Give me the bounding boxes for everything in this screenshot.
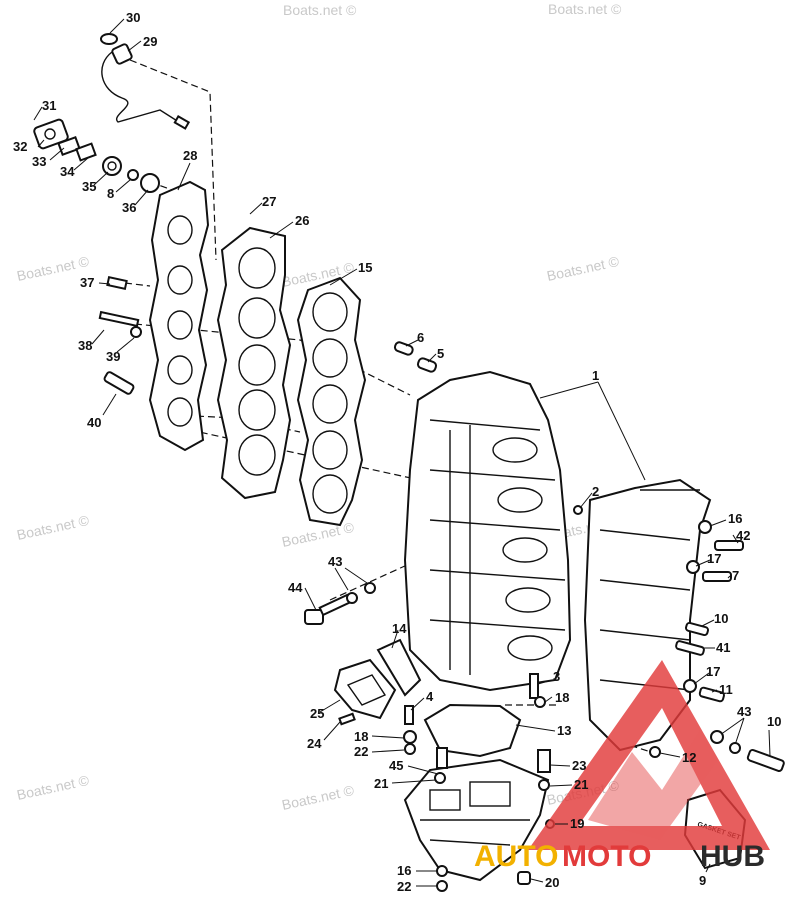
watermark-top: Boats.net © bbox=[283, 2, 357, 18]
callout-45: 45 bbox=[389, 758, 403, 773]
callout-leaders bbox=[33, 18, 771, 887]
callout-3: 3 bbox=[553, 669, 560, 684]
callout-44: 44 bbox=[288, 580, 303, 595]
bolts-37-40 bbox=[98, 276, 142, 395]
callout-33: 33 bbox=[32, 154, 46, 169]
callout-42: 42 bbox=[736, 528, 750, 543]
callout-17-lower: 17 bbox=[706, 664, 720, 679]
watermark-left-2: Boats.net © bbox=[15, 512, 91, 543]
callout-9: 9 bbox=[699, 873, 706, 888]
callout-36: 36 bbox=[122, 200, 136, 215]
callout-22-upper: 22 bbox=[354, 744, 368, 759]
leader-43a bbox=[334, 567, 371, 591]
callout-43-left: 43 bbox=[328, 554, 342, 569]
callout-10-upper: 10 bbox=[714, 611, 728, 626]
callout-17-upper: 17 bbox=[707, 551, 721, 566]
callout-23: 23 bbox=[572, 758, 586, 773]
callout-labels: 30 29 31 32 33 34 35 8 36 28 27 26 15 37… bbox=[13, 10, 781, 894]
sensor-wire-29 bbox=[100, 33, 191, 130]
cylinder-head-26 bbox=[216, 226, 292, 500]
watermark-center-2: Boats.net © bbox=[280, 519, 356, 550]
callout-8: 8 bbox=[107, 186, 114, 201]
callout-28: 28 bbox=[183, 148, 197, 163]
callout-14: 14 bbox=[392, 621, 407, 636]
callout-43-right: 43 bbox=[737, 704, 751, 719]
callout-25: 25 bbox=[310, 706, 324, 721]
leader-1 bbox=[539, 381, 646, 481]
callout-16-lower: 16 bbox=[397, 863, 411, 878]
watermark-right: Boats.net © bbox=[545, 253, 621, 284]
callout-24: 24 bbox=[307, 736, 322, 751]
callout-20: 20 bbox=[545, 875, 559, 890]
head-cover-28 bbox=[148, 180, 210, 452]
right-fasteners bbox=[649, 520, 785, 772]
callout-39: 39 bbox=[106, 349, 120, 364]
callout-2: 2 bbox=[592, 484, 599, 499]
callout-30: 30 bbox=[126, 10, 140, 25]
callout-26: 26 bbox=[295, 213, 309, 228]
brand-part-hub: HUB bbox=[700, 840, 765, 873]
callout-22-lower: 22 bbox=[397, 879, 411, 894]
brand-part-moto: MOTO bbox=[562, 840, 651, 873]
callout-41: 41 bbox=[716, 640, 730, 655]
callout-4: 4 bbox=[426, 689, 434, 704]
callout-11: 11 bbox=[719, 682, 733, 697]
adaptor-plate bbox=[403, 747, 555, 892]
watermark-center-3: Boats.net © bbox=[280, 782, 356, 813]
callout-21-left: 21 bbox=[374, 776, 388, 791]
leader-43b bbox=[719, 717, 745, 746]
bolt-44 bbox=[304, 582, 376, 625]
callout-18-left: 18 bbox=[354, 729, 368, 744]
callout-12: 12 bbox=[682, 750, 696, 765]
callout-40: 40 bbox=[87, 415, 101, 430]
callout-6: 6 bbox=[417, 330, 424, 345]
callout-32: 32 bbox=[13, 139, 27, 154]
head-gasket-15 bbox=[296, 276, 367, 527]
callout-18-center: 18 bbox=[555, 690, 569, 705]
callout-13: 13 bbox=[557, 723, 571, 738]
callout-35: 35 bbox=[82, 179, 96, 194]
autmotohub-logo bbox=[528, 660, 770, 850]
watermark-left-3: Boats.net © bbox=[15, 772, 91, 803]
callout-19: 19 bbox=[570, 816, 584, 831]
callout-34: 34 bbox=[60, 164, 75, 179]
brand-wordmark: AUTO MOTO HUB bbox=[474, 840, 765, 873]
callout-29: 29 bbox=[143, 34, 157, 49]
callout-31: 31 bbox=[42, 98, 56, 113]
assembly-guide-lines bbox=[124, 59, 661, 860]
callout-5: 5 bbox=[437, 346, 444, 361]
crankcase-half bbox=[583, 478, 712, 752]
cover-plate-25 bbox=[333, 638, 422, 726]
callout-21-right: 21 bbox=[574, 777, 588, 792]
studs bbox=[403, 673, 546, 755]
callout-37: 37 bbox=[80, 275, 94, 290]
callout-1: 1 bbox=[592, 368, 599, 383]
callout-7: 7 bbox=[732, 568, 739, 583]
callout-15: 15 bbox=[358, 260, 372, 275]
watermark-top-right: Boats.net © bbox=[548, 1, 622, 17]
callout-27: 27 bbox=[262, 194, 276, 209]
callout-10-lower: 10 bbox=[767, 714, 781, 729]
callout-38: 38 bbox=[78, 338, 92, 353]
cylinder-block-1 bbox=[403, 370, 572, 692]
brand-part-auto: AUTO bbox=[474, 840, 558, 873]
callout-16-right: 16 bbox=[728, 511, 742, 526]
